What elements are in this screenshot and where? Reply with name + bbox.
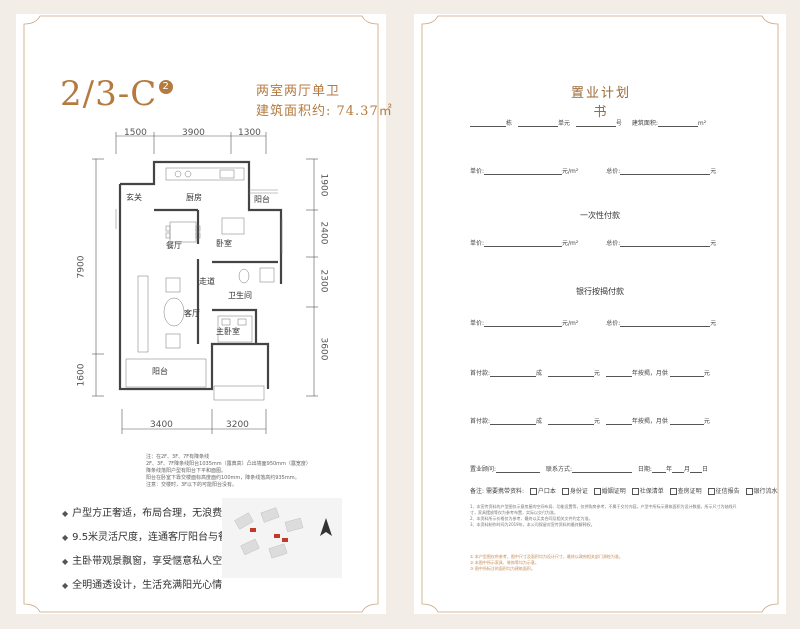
room-living: 客厅 [184, 309, 200, 318]
checkbox-bank-statement[interactable] [745, 488, 753, 495]
dim-top-2: 3900 [182, 128, 205, 138]
unit-variant-badge: 2 [159, 80, 174, 94]
dim-right-3: 2300 [318, 269, 329, 293]
dim-bottom-2: 3200 [226, 420, 249, 430]
checkbox-marriage[interactable] [593, 488, 601, 495]
checkbox-credit[interactable] [707, 488, 715, 495]
feature-item: ◆户型方正奢适，布局合理，无浪费 [62, 508, 223, 519]
price-field[interactable] [484, 238, 563, 247]
decorative-frame [23, 15, 379, 613]
unit-field[interactable] [517, 118, 558, 127]
room-entrance: 玄关 [126, 193, 142, 202]
checkbox-hukou[interactable] [529, 488, 537, 495]
dim-right-2: 2400 [318, 221, 329, 245]
feature-item: ◆主卧带观景飘窗，享受惬意私人空间 [62, 556, 233, 567]
form-row-lump-price: 单价:元/m² 总价:元 [470, 238, 717, 247]
year-field[interactable] [651, 464, 666, 473]
feature-item: ◆全明通透设计，生活充满阳光心情 [62, 580, 223, 591]
feature-item: ◆9.5米灵活尺度，连通客厅阳台与餐厅 [62, 532, 239, 543]
area-field[interactable] [657, 118, 698, 127]
price-field[interactable] [484, 166, 563, 175]
building-field[interactable] [470, 118, 506, 127]
dim-top-1: 1500 [124, 128, 147, 138]
dim-right-4: 3600 [318, 337, 329, 361]
day-field[interactable] [689, 464, 702, 473]
room-balcony-small: 阳台 [254, 195, 270, 204]
down-amount-field[interactable] [547, 368, 594, 377]
total-field[interactable] [620, 318, 711, 327]
phone-field[interactable] [571, 464, 632, 473]
dim-right-1: 1900 [318, 173, 329, 197]
consultant-field[interactable] [496, 464, 541, 473]
page-title: 置业计划书 [570, 86, 631, 120]
form-row-consultant: 置业顾问: 联系方式: 日期:年月日 [470, 464, 708, 473]
checkbox-social-security[interactable] [631, 488, 639, 495]
room-dining: 餐厅 [166, 241, 182, 250]
monthly-field[interactable] [669, 416, 704, 425]
total-field[interactable] [620, 238, 711, 247]
down-amount-field[interactable] [547, 416, 594, 425]
down-pct-field[interactable] [490, 416, 537, 425]
form-row-down-payment: 首付款:成 元 年按揭，月供 元 [470, 368, 710, 377]
footer-notes: ① 本户型图仅供参考，图中尺寸及面积均为设计尺寸，最终以政府相关部门测绘为准。 … [470, 554, 623, 571]
plan-notes: 注：在2F、3F、7F有降条线 2F、3F、7F降条线阳台1035mm（露典高）… [146, 454, 311, 488]
form-row-mortgage-price: 单价:元/m² 总价:元 [470, 318, 717, 327]
checkbox-house-record[interactable] [669, 488, 677, 495]
down-pct-field[interactable] [490, 368, 537, 377]
monthly-field[interactable] [669, 368, 704, 377]
floor-plan-drawing [92, 132, 318, 434]
room-bathroom: 卫生间 [228, 291, 252, 300]
years-field[interactable] [605, 416, 632, 425]
form-row-price: 单价:元/m² 总价:元 [470, 166, 717, 175]
room-balcony: 阳台 [152, 367, 168, 376]
remark-row: 备注: 需要携带资料: 户口本 身份证 婚姻证明 社保清单 查房证明 征信报告 … [470, 488, 778, 495]
room-corridor: 走道 [199, 277, 215, 286]
unit-type: 两室两厅单卫 [256, 84, 341, 99]
total-field[interactable] [620, 166, 711, 175]
north-arrow-icon [320, 518, 332, 536]
section-lump-sum: 一次性付款 [580, 211, 620, 220]
years-field[interactable] [605, 368, 632, 377]
dim-top-3: 1300 [238, 128, 261, 138]
form-row-down-payment: 首付款:成 元 年按揭，月供 元 [470, 416, 710, 425]
room-master: 主卧室 [216, 327, 240, 336]
room-bedroom: 卧室 [216, 239, 232, 248]
fine-print: 1、本宣传资料的户型图仅示意房屋的空间布局、功能设置等，仅供购房参考，不属于交付… [470, 504, 737, 527]
checkbox-id-card[interactable] [561, 488, 569, 495]
section-mortgage: 银行按揭付款 [576, 287, 624, 296]
site-key-plan [222, 498, 342, 578]
dim-left-1: 7900 [76, 255, 87, 279]
form-row-unit: 栋 单元 号 建筑面积:m² [470, 118, 706, 127]
month-field[interactable] [671, 464, 684, 473]
purchase-plan-page: 置业计划书 栋 单元 号 建筑面积:m² 单价:元/m² 总价:元 一次性付款 … [414, 14, 786, 614]
decorative-frame [421, 15, 779, 613]
price-field[interactable] [484, 318, 563, 327]
dim-bottom-1: 3400 [150, 420, 173, 430]
room-field[interactable] [575, 118, 616, 127]
unit-area: 建筑面积约: 74.37㎡ [256, 104, 393, 119]
room-kitchen: 厨房 [186, 193, 202, 202]
dim-left-2: 1600 [76, 363, 87, 387]
